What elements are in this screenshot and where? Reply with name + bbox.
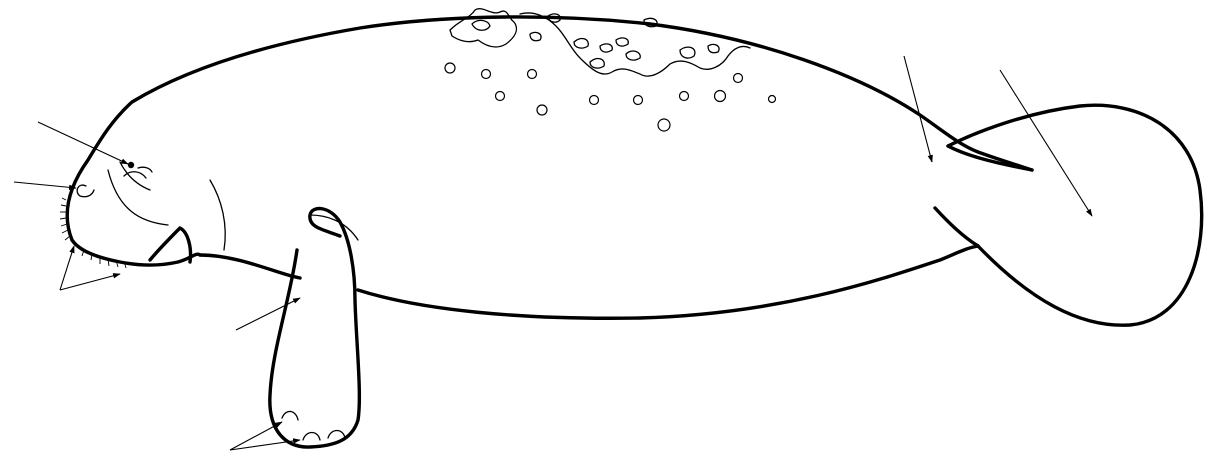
algae-spot-7 <box>590 59 604 69</box>
eye-wrinkle-2 <box>138 167 152 172</box>
flipper-outline <box>270 209 360 448</box>
leader-lines <box>14 56 1092 450</box>
algae-spot-10 <box>708 44 719 52</box>
leader-eye <box>38 122 128 164</box>
algae-spot-9 <box>680 47 695 58</box>
algae-spot-4 <box>600 44 612 52</box>
algae-spot-8 <box>626 51 640 60</box>
back-outline <box>67 17 1032 240</box>
tail-fluke <box>948 105 1202 325</box>
nail-left <box>282 411 298 420</box>
nostril <box>77 185 94 197</box>
leader-flipper <box>236 298 300 330</box>
algae-spot-11 <box>530 32 541 40</box>
leader-vibrissae-upper <box>60 246 74 290</box>
algae-spot-5 <box>616 38 628 46</box>
leader-vibrissae-lower <box>60 274 120 290</box>
belly-outline <box>200 255 300 278</box>
algae-outline <box>450 9 516 47</box>
neck-fold <box>210 180 225 250</box>
nail-middle <box>303 433 320 441</box>
tail-notch-lower <box>935 208 978 246</box>
chin-outline <box>150 228 191 262</box>
face-fold <box>108 170 168 225</box>
leader-nostril <box>14 182 76 188</box>
manatee-body <box>67 17 1201 447</box>
algae-spot-1 <box>472 20 490 30</box>
jaw-outline <box>72 240 200 265</box>
eye <box>128 162 134 168</box>
nail-right <box>328 431 345 439</box>
algae-spot-3 <box>574 39 588 49</box>
leader-tail-fluke <box>1000 70 1092 216</box>
lower-belly-outline <box>358 246 978 318</box>
leader-nail-2 <box>230 440 300 450</box>
